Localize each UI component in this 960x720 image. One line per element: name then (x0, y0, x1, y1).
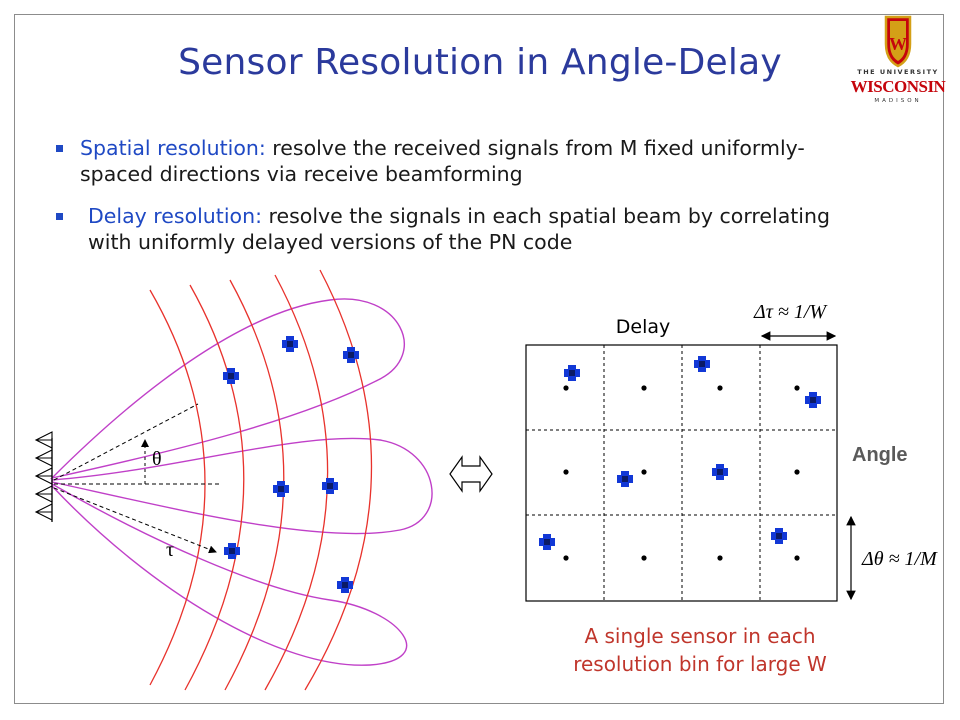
antenna-element-icon (34, 431, 53, 449)
wavefront-2 (184, 284, 245, 691)
bullet-lead: Delay resolution: (88, 204, 262, 228)
bullet-spatial-resolution: Spatial resolution: resolve the received… (80, 135, 840, 187)
tau-label: τ (166, 539, 174, 561)
wavefront-5 (304, 269, 373, 691)
antenna-element-icon (34, 449, 53, 467)
theta-label: θ (152, 448, 162, 470)
bullet-delay-resolution: Delay resolution: resolve the signals in… (88, 203, 848, 255)
angle-resolution-label: Δθ ≈ 1/M (861, 548, 938, 570)
antenna-element-icon (34, 485, 53, 503)
scatterer-icon (617, 471, 633, 487)
logo-line-university: THE UNIVERSITY (857, 68, 939, 76)
grid-caption: A single sensor in each resolution bin f… (520, 622, 880, 678)
logo-line-wisconsin: WISCONSIN (850, 77, 946, 96)
bin-center-dot (794, 469, 800, 475)
bin-center-dot (563, 385, 569, 391)
bullet-marker-icon (56, 213, 63, 220)
delay-resolution-label: Δτ ≈ 1/W (753, 301, 828, 323)
bin-center-dot (641, 555, 647, 561)
caption-line-2: resolution bin for large W (573, 652, 827, 676)
slide-frame (14, 14, 944, 704)
university-logo: W THE UNIVERSITY WISCONSIN MADISON (848, 14, 948, 106)
antenna-array (34, 431, 53, 522)
scatterer-icon (694, 356, 710, 372)
scatterer-icon (539, 534, 555, 550)
scatterer-icon (343, 347, 359, 363)
beam-lobe-upper (49, 298, 405, 480)
bin-center-dot (563, 469, 569, 475)
delay-ray (53, 487, 217, 554)
scatterer-icon (223, 368, 239, 384)
scatterer-icon (771, 528, 787, 544)
slide-title: Sensor Resolution in Angle-Delay (178, 42, 782, 83)
bin-center-dot (641, 385, 647, 391)
bin-center-dot (794, 555, 800, 561)
scatterer-icon (564, 365, 580, 381)
bin-center-dot (563, 555, 569, 561)
crest-icon: W (884, 15, 912, 68)
scatterer-icon (712, 464, 728, 480)
geometry-guides: θ τ (53, 403, 220, 561)
left-scatterers (223, 336, 359, 593)
antenna-element-icon (34, 467, 53, 485)
bullet-text: resolve the signals in each spatial beam… (88, 204, 830, 254)
caption-line-1: A single sensor in each (584, 624, 816, 648)
bullet-text: resolve the received signals from M fixe… (80, 136, 805, 186)
wavefronts (149, 269, 373, 691)
delay-axis-label: Delay (616, 316, 671, 338)
grid-scatterers (539, 356, 821, 550)
scatterer-icon (337, 577, 353, 593)
scatterer-icon (805, 392, 821, 408)
beam-lobes (49, 298, 433, 666)
equivalence-arrow-icon (449, 455, 493, 493)
beam-lobe-lower (51, 482, 408, 666)
scatterer-icon (322, 478, 338, 494)
scatterer-icon (273, 481, 289, 497)
crest-letter: W (889, 34, 907, 54)
scatterer-icon (282, 336, 298, 352)
angle-ray (53, 403, 199, 481)
wavefront-4 (264, 274, 329, 691)
antenna-element-icon (34, 503, 53, 521)
bullet-marker-icon (56, 145, 63, 152)
angle-delay-grid (525, 344, 838, 602)
beam-lobe-middle (51, 437, 433, 535)
bin-center-dot (717, 385, 723, 391)
scatterer-icon (224, 543, 240, 559)
angle-axis-label: Angle (852, 444, 908, 466)
bin-center-dot (641, 469, 647, 475)
bin-center-dot (717, 555, 723, 561)
bullet-lead: Spatial resolution: (80, 136, 266, 160)
logo-line-madison: MADISON (874, 98, 922, 104)
bin-center-dot (794, 385, 800, 391)
wavefront-1 (149, 289, 206, 686)
